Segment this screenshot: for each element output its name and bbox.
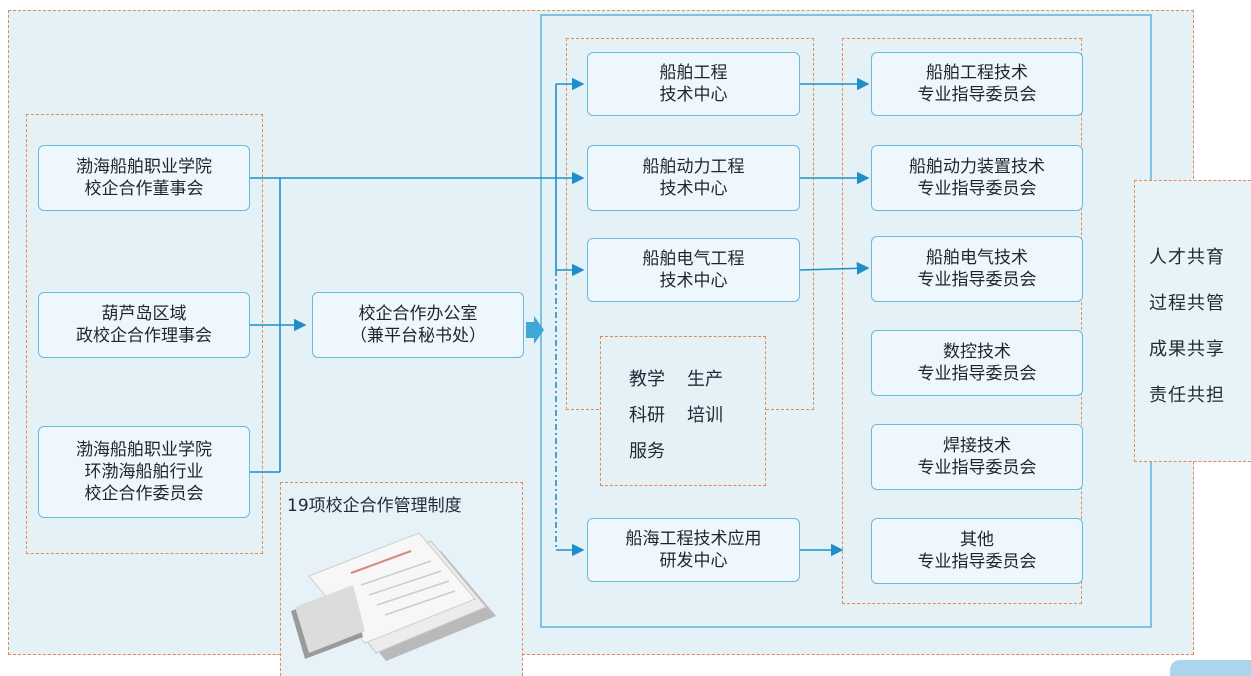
management-rules-title: 19项校企合作管理制度: [287, 496, 462, 516]
function-production: 生产: [687, 369, 723, 390]
committees-group: [842, 38, 1082, 604]
function-teaching: 教学: [629, 369, 665, 390]
committee-ship-power-node: 船舶动力装置技术 专业指导委员会: [871, 145, 1083, 211]
cooperation-office-label: 校企合作办公室 （兼平台秘书处）: [350, 304, 486, 346]
outcome-responsibility: 责任共担: [1149, 385, 1225, 406]
committee-ship-electrical-node: 船舶电气技术 专业指导委员会: [871, 236, 1083, 302]
corner-decoration: [1170, 660, 1251, 676]
committee-welding-node: 焊接技术 专业指导委员会: [871, 424, 1083, 490]
applied-research-center-node: 船海工程技术应用 研发中心: [587, 518, 800, 582]
function-service: 服务: [629, 441, 665, 462]
ship-power-center-label: 船舶动力工程 技术中心: [642, 157, 745, 199]
committee-other-label: 其他 专业指导委员会: [917, 530, 1037, 572]
committee-ship-engineering-node: 船舶工程技术 专业指导委员会: [871, 52, 1083, 116]
functions-box: 教学 生产 科研 培训 服务: [600, 336, 766, 486]
outcomes-box: 人才共育 过程共管 成果共享 责任共担: [1134, 180, 1251, 462]
ship-engineering-center-label: 船舶工程 技术中心: [659, 63, 728, 105]
committee-ship-electrical-label: 船舶电气技术 专业指导委员会: [917, 248, 1037, 290]
committee-cnc-node: 数控技术 专业指导委员会: [871, 330, 1083, 396]
ship-electrical-center-label: 船舶电气工程 技术中心: [642, 249, 745, 291]
outcome-process: 过程共管: [1149, 293, 1225, 314]
left-boards-group: [26, 114, 263, 554]
committee-ship-power-label: 船舶动力装置技术 专业指导委员会: [909, 157, 1045, 199]
regional-council-node: 葫芦岛区域 政校企合作理事会: [38, 292, 250, 358]
committee-other-node: 其他 专业指导委员会: [871, 518, 1083, 584]
ship-engineering-center-node: 船舶工程 技术中心: [587, 52, 800, 116]
regional-council-label: 葫芦岛区域 政校企合作理事会: [76, 304, 212, 346]
applied-research-center-label: 船海工程技术应用 研发中心: [625, 529, 762, 571]
ship-electrical-center-node: 船舶电气工程 技术中心: [587, 238, 800, 302]
board-directors-node: 渤海船舶职业学院 校企合作董事会: [38, 145, 250, 211]
industry-committee-label: 渤海船舶职业学院 环渤海船舶行业 校企合作委员会: [76, 440, 212, 504]
function-training: 培训: [687, 405, 723, 426]
committee-cnc-label: 数控技术 专业指导委员会: [917, 342, 1037, 384]
committee-welding-label: 焊接技术 专业指导委员会: [917, 436, 1037, 478]
cooperation-office-node: 校企合作办公室 （兼平台秘书处）: [312, 292, 524, 358]
function-research: 科研: [629, 405, 665, 426]
ship-power-center-node: 船舶动力工程 技术中心: [587, 145, 800, 211]
outcome-results: 成果共享: [1149, 339, 1225, 360]
outcome-talent: 人才共育: [1149, 247, 1225, 268]
committee-ship-engineering-label: 船舶工程技术 专业指导委员会: [917, 63, 1037, 105]
stacked-documents-icon: [291, 532, 496, 661]
management-rules-box: 19项校企合作管理制度: [280, 482, 523, 676]
board-directors-label: 渤海船舶职业学院 校企合作董事会: [76, 157, 212, 199]
industry-committee-node: 渤海船舶职业学院 环渤海船舶行业 校企合作委员会: [38, 426, 250, 518]
